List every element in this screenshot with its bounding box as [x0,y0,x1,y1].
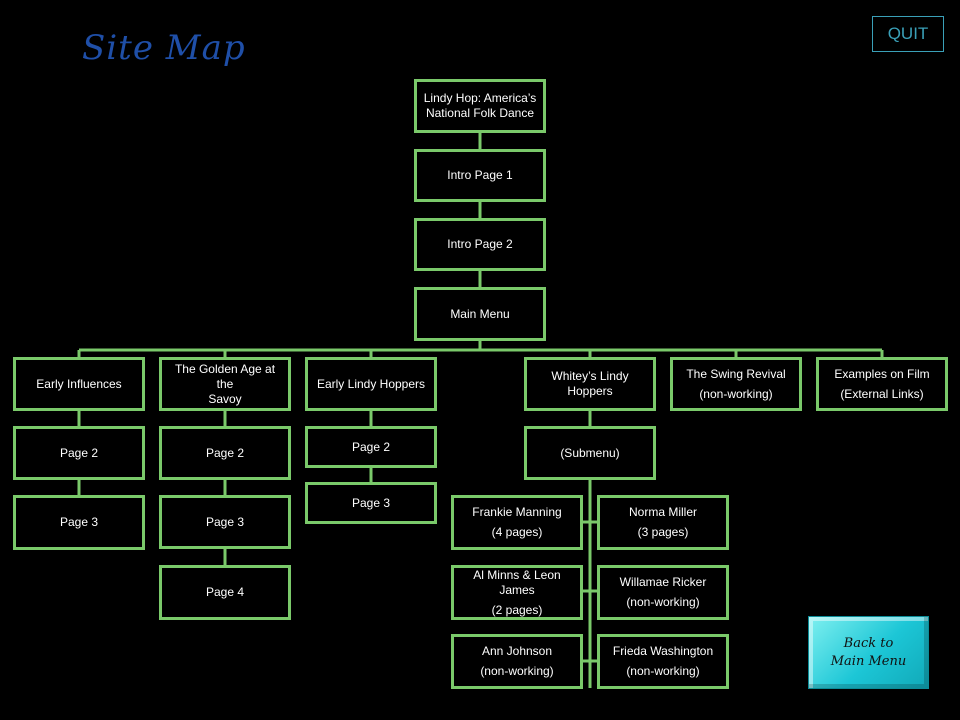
node-label: Page 2 [351,439,391,454]
node-label: Page 2 [59,445,99,460]
node-early-influences[interactable]: Early Influences [13,357,145,411]
node-sublabel: (non-working) [699,386,773,401]
node-label: Intro Page 2 [447,237,513,251]
node-sublabel: (External Links) [840,386,924,401]
node-label: The Golden Age at the [174,361,276,391]
node-intro-page-2[interactable]: Intro Page 2 [414,218,546,271]
node-willamae-ricker[interactable]: Willamae Ricker (non-working) [597,565,729,620]
back-button-label: Back to Main Menu [830,635,907,669]
node-sublabel: (2 pages) [491,602,543,617]
node-label: Norma Miller [628,505,697,519]
node-label: (Submenu) [560,445,620,460]
node-label: Frieda Washington [612,644,714,658]
node-label: Savoy [208,391,242,406]
node-label: Page 3 [59,515,99,529]
node-label: Intro Page 1 [447,168,513,182]
node-sublabel: (3 pages) [637,525,689,539]
node-golden-age[interactable]: The Golden Age at the Savoy [159,357,291,411]
node-label: Frankie Manning [472,505,562,519]
node-sublabel: (non-working) [480,664,554,678]
node-early-influences-page-3[interactable]: Page 3 [13,495,145,550]
node-frieda-washington[interactable]: Frieda Washington (non-working) [597,634,729,689]
node-early-influences-page-2[interactable]: Page 2 [13,426,145,480]
node-label: Hoppers [567,384,613,398]
node-label: Page 3 [351,495,391,510]
node-submenu[interactable]: (Submenu) [524,426,656,480]
node-main-menu[interactable]: Main Menu [414,287,546,341]
node-ann-johnson[interactable]: Ann Johnson (non-working) [451,634,583,689]
node-sublabel: (non-working) [626,664,700,678]
node-al-minns-leon-james[interactable]: Al Minns & Leon James (2 pages) [451,565,583,620]
node-swing-revival[interactable]: The Swing Revival (non-working) [670,357,802,411]
node-intro-page-1[interactable]: Intro Page 1 [414,149,546,202]
page-title: Site Map [82,28,246,68]
node-golden-age-page-2[interactable]: Page 2 [159,426,291,480]
node-examples-on-film[interactable]: Examples on Film (External Links) [816,357,948,411]
node-label: Al Minns & Leon James [473,567,561,597]
back-to-main-menu-button[interactable]: Back to Main Menu [808,616,929,689]
node-whiteys-lindy-hoppers[interactable]: Whitey’s Lindy Hoppers [524,357,656,411]
node-sublabel: (non-working) [626,595,700,609]
node-label: Page 4 [205,585,245,599]
node-early-lindy-page-3[interactable]: Page 3 [305,482,437,524]
node-label: Early Lindy Hoppers [316,376,426,391]
quit-button[interactable]: QUIT [872,16,944,52]
node-label: Ann Johnson [481,644,553,658]
node-sublabel: (4 pages) [491,525,543,539]
node-label: Page 2 [205,445,245,460]
node-label: Lindy Hop: America’s [423,91,537,105]
node-label: Early Influences [36,376,122,391]
node-label: Whitey’s Lindy [551,369,629,383]
node-label: Page 3 [205,514,245,529]
node-label: Examples on Film [834,366,930,381]
node-golden-age-page-4[interactable]: Page 4 [159,565,291,620]
node-label: Main Menu [450,306,510,321]
node-label: Willamae Ricker [619,575,707,589]
node-root[interactable]: Lindy Hop: America’s National Folk Dance [414,79,546,133]
node-early-lindy-hoppers[interactable]: Early Lindy Hoppers [305,357,437,411]
node-early-lindy-page-2[interactable]: Page 2 [305,426,437,468]
node-label: The Swing Revival [686,366,786,381]
node-frankie-manning[interactable]: Frankie Manning (4 pages) [451,495,583,550]
node-norma-miller[interactable]: Norma Miller (3 pages) [597,495,729,550]
node-golden-age-page-3[interactable]: Page 3 [159,495,291,549]
node-label: National Folk Dance [425,106,535,120]
